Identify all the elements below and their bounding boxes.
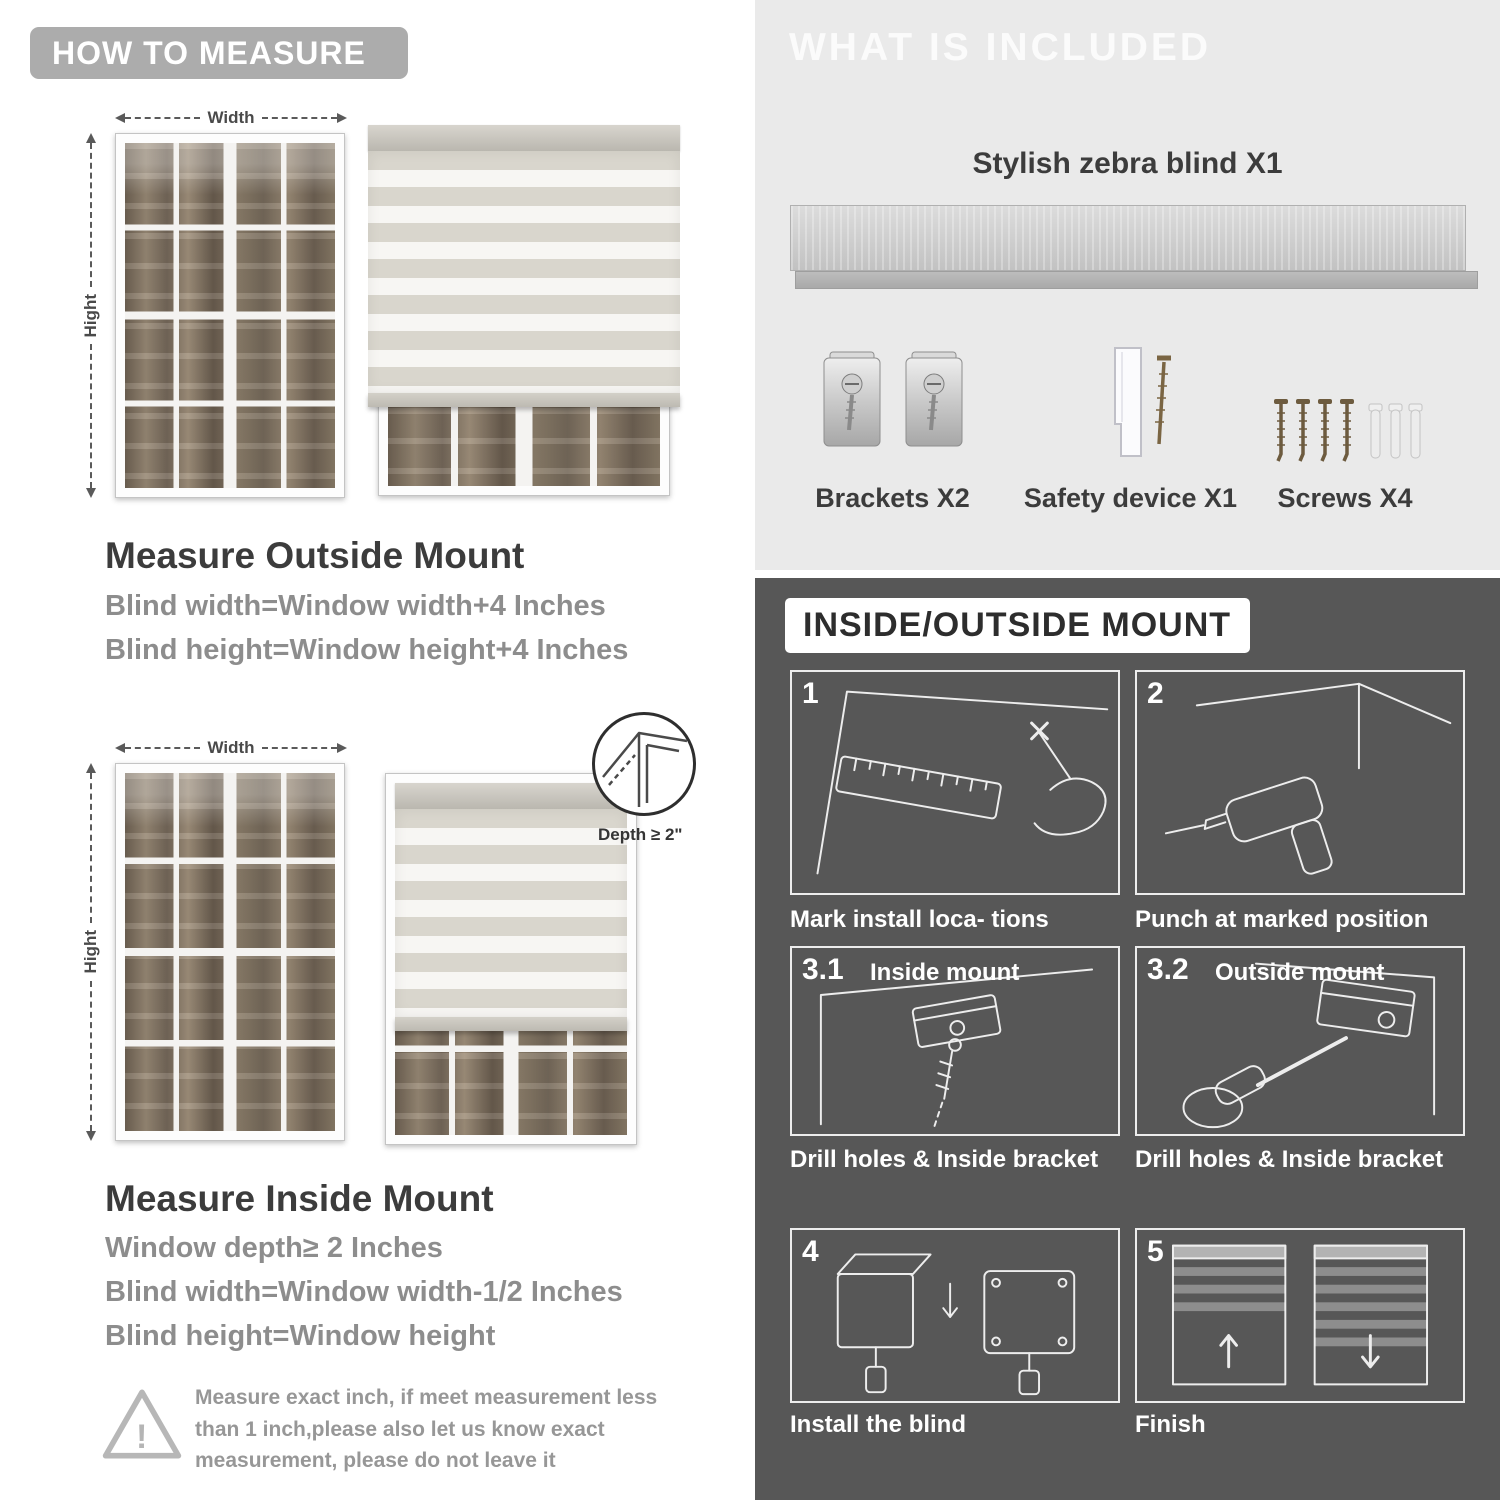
depth-callout-circle [592,712,696,816]
blind-headrail-illustration [790,205,1466,271]
height-measure-arrow: Hight [80,133,102,498]
warning-text: Measure exact inch, if meet measurement … [195,1386,658,1472]
inside-mount-line: Blind height=Window height [105,1320,496,1352]
what-is-included-section: WHAT IS INCLUDED Stylish zebra blind X1 [755,0,1500,570]
dashed-line [125,747,201,749]
step-number: 1 [802,677,819,710]
arrowhead-icon [86,488,96,498]
dashed-line [125,117,201,119]
mark-locations-illustration [816,690,1109,875]
arrowhead-icon [337,113,347,123]
inside-mount-line: Blind width=Window width-1/2 Inches [105,1276,623,1308]
blind-stripes [368,151,680,393]
brackets-icon [822,350,964,448]
what-is-included-header: WHAT IS INCLUDED [789,26,1212,69]
warning-triangle-icon [102,1389,182,1459]
zebra-blind-illustration [368,125,680,407]
step-caption-3-2: Drill holes & Inside bracket [1135,1146,1444,1173]
dashed-line [261,117,337,119]
dashed-line [90,980,92,1131]
arrowhead-icon [337,743,347,753]
screws-label: Screws X4 [1277,483,1413,513]
window-with-blind-outside [368,125,680,496]
blind-cassette [395,783,627,809]
blind-headrail-ledge [795,271,1478,289]
step-panel-4: 4 [790,1228,1120,1403]
step-panel-3-1: 3.1 Inside mount [790,946,1120,1136]
mount-header: INSIDE/OUTSIDE MOUNT [785,598,1250,653]
outside-mount-line: Blind width=Window width+4 Inches [105,590,606,622]
window-with-blind-inside [385,773,637,1145]
blind-cassette [368,125,680,151]
window-illustration [115,763,345,1141]
step-caption-1: Mark install loca- tions [790,906,1049,933]
width-measure-arrow: Width [115,108,347,128]
how-to-measure-banner: HOW TO MEASURE [30,27,408,79]
blind-item-label: Stylish zebra blind X1 [972,147,1283,180]
step-number: 4 [802,1235,819,1268]
how-to-measure-section: HOW TO MEASURE Width Hight [30,27,696,1472]
height-label: Hight [81,930,100,974]
dashed-line [90,143,92,287]
blind-stripes [395,809,627,1017]
arrowhead-icon [115,113,125,123]
step-number: 3.1 [802,953,844,986]
step-number: 5 [1147,1235,1164,1268]
install-blind-illustration [836,1253,1076,1396]
dashed-line [261,747,337,749]
arrowhead-icon [115,743,125,753]
height-measure-arrow: Hight [80,763,102,1141]
outside-bracket-illustration [1182,962,1436,1129]
step-number: 3.2 [1147,953,1189,986]
outside-mount-title: Measure Outside Mount [105,535,525,576]
step-number: 2 [1147,677,1164,710]
step-caption-3-1: Drill holes & Inside bracket [790,1146,1099,1173]
window-corner-icon [602,731,688,807]
inside-bracket-illustration [819,968,1094,1128]
inside-mount-line: Window depth≥ 2 Inches [105,1232,443,1264]
window-illustration [115,133,345,498]
zebra-blind-illustration [395,783,627,1031]
window-grid [125,773,335,1131]
height-label: Hight [81,293,100,338]
arrowhead-icon [86,133,96,143]
safety-device-label: Safety device X1 [1023,483,1238,513]
step-panel-3-2: 3.2 Outside mount [1135,946,1465,1136]
blind-rail [368,393,680,407]
inside-mount-label: Inside mount [870,959,1020,986]
depth-label: Depth ≥ 2" [598,825,683,844]
outside-mount-label: Outside mount [1215,959,1385,986]
window-panes [125,773,335,1131]
mount-instructions-section: INSIDE/OUTSIDE MOUNT 1 Mark install loca… [755,578,1500,1500]
blind-rail [395,1017,627,1031]
inside-mount-title: Measure Inside Mount [105,1178,494,1219]
step-panel-1: 1 [790,670,1120,895]
step-panel-5: 5 [1135,1228,1465,1403]
arrowhead-icon [86,1131,96,1141]
window-grid [125,143,335,488]
drill-illustration [1164,682,1452,875]
arrowhead-icon [86,763,96,773]
step-panel-2: 2 [1135,670,1465,895]
width-measure-arrow: Width [115,738,347,758]
step-caption-5: Finish [1135,1411,1206,1438]
width-label: Width [207,108,255,127]
brackets-label: Brackets X2 [815,483,970,513]
dashed-line [90,344,92,488]
step-caption-2: Punch at marked position [1135,906,1429,933]
window-panes [125,143,335,488]
screws-icon [1273,397,1423,463]
safety-device-icon [1114,347,1171,457]
outside-mount-line: Blind height=Window height+4 Inches [105,634,629,666]
finish-illustration [1171,1244,1429,1386]
exclamation-mark: ! [136,1418,148,1456]
step-caption-4: Install the blind [790,1411,967,1438]
dashed-line [90,773,92,924]
width-label: Width [207,738,255,757]
